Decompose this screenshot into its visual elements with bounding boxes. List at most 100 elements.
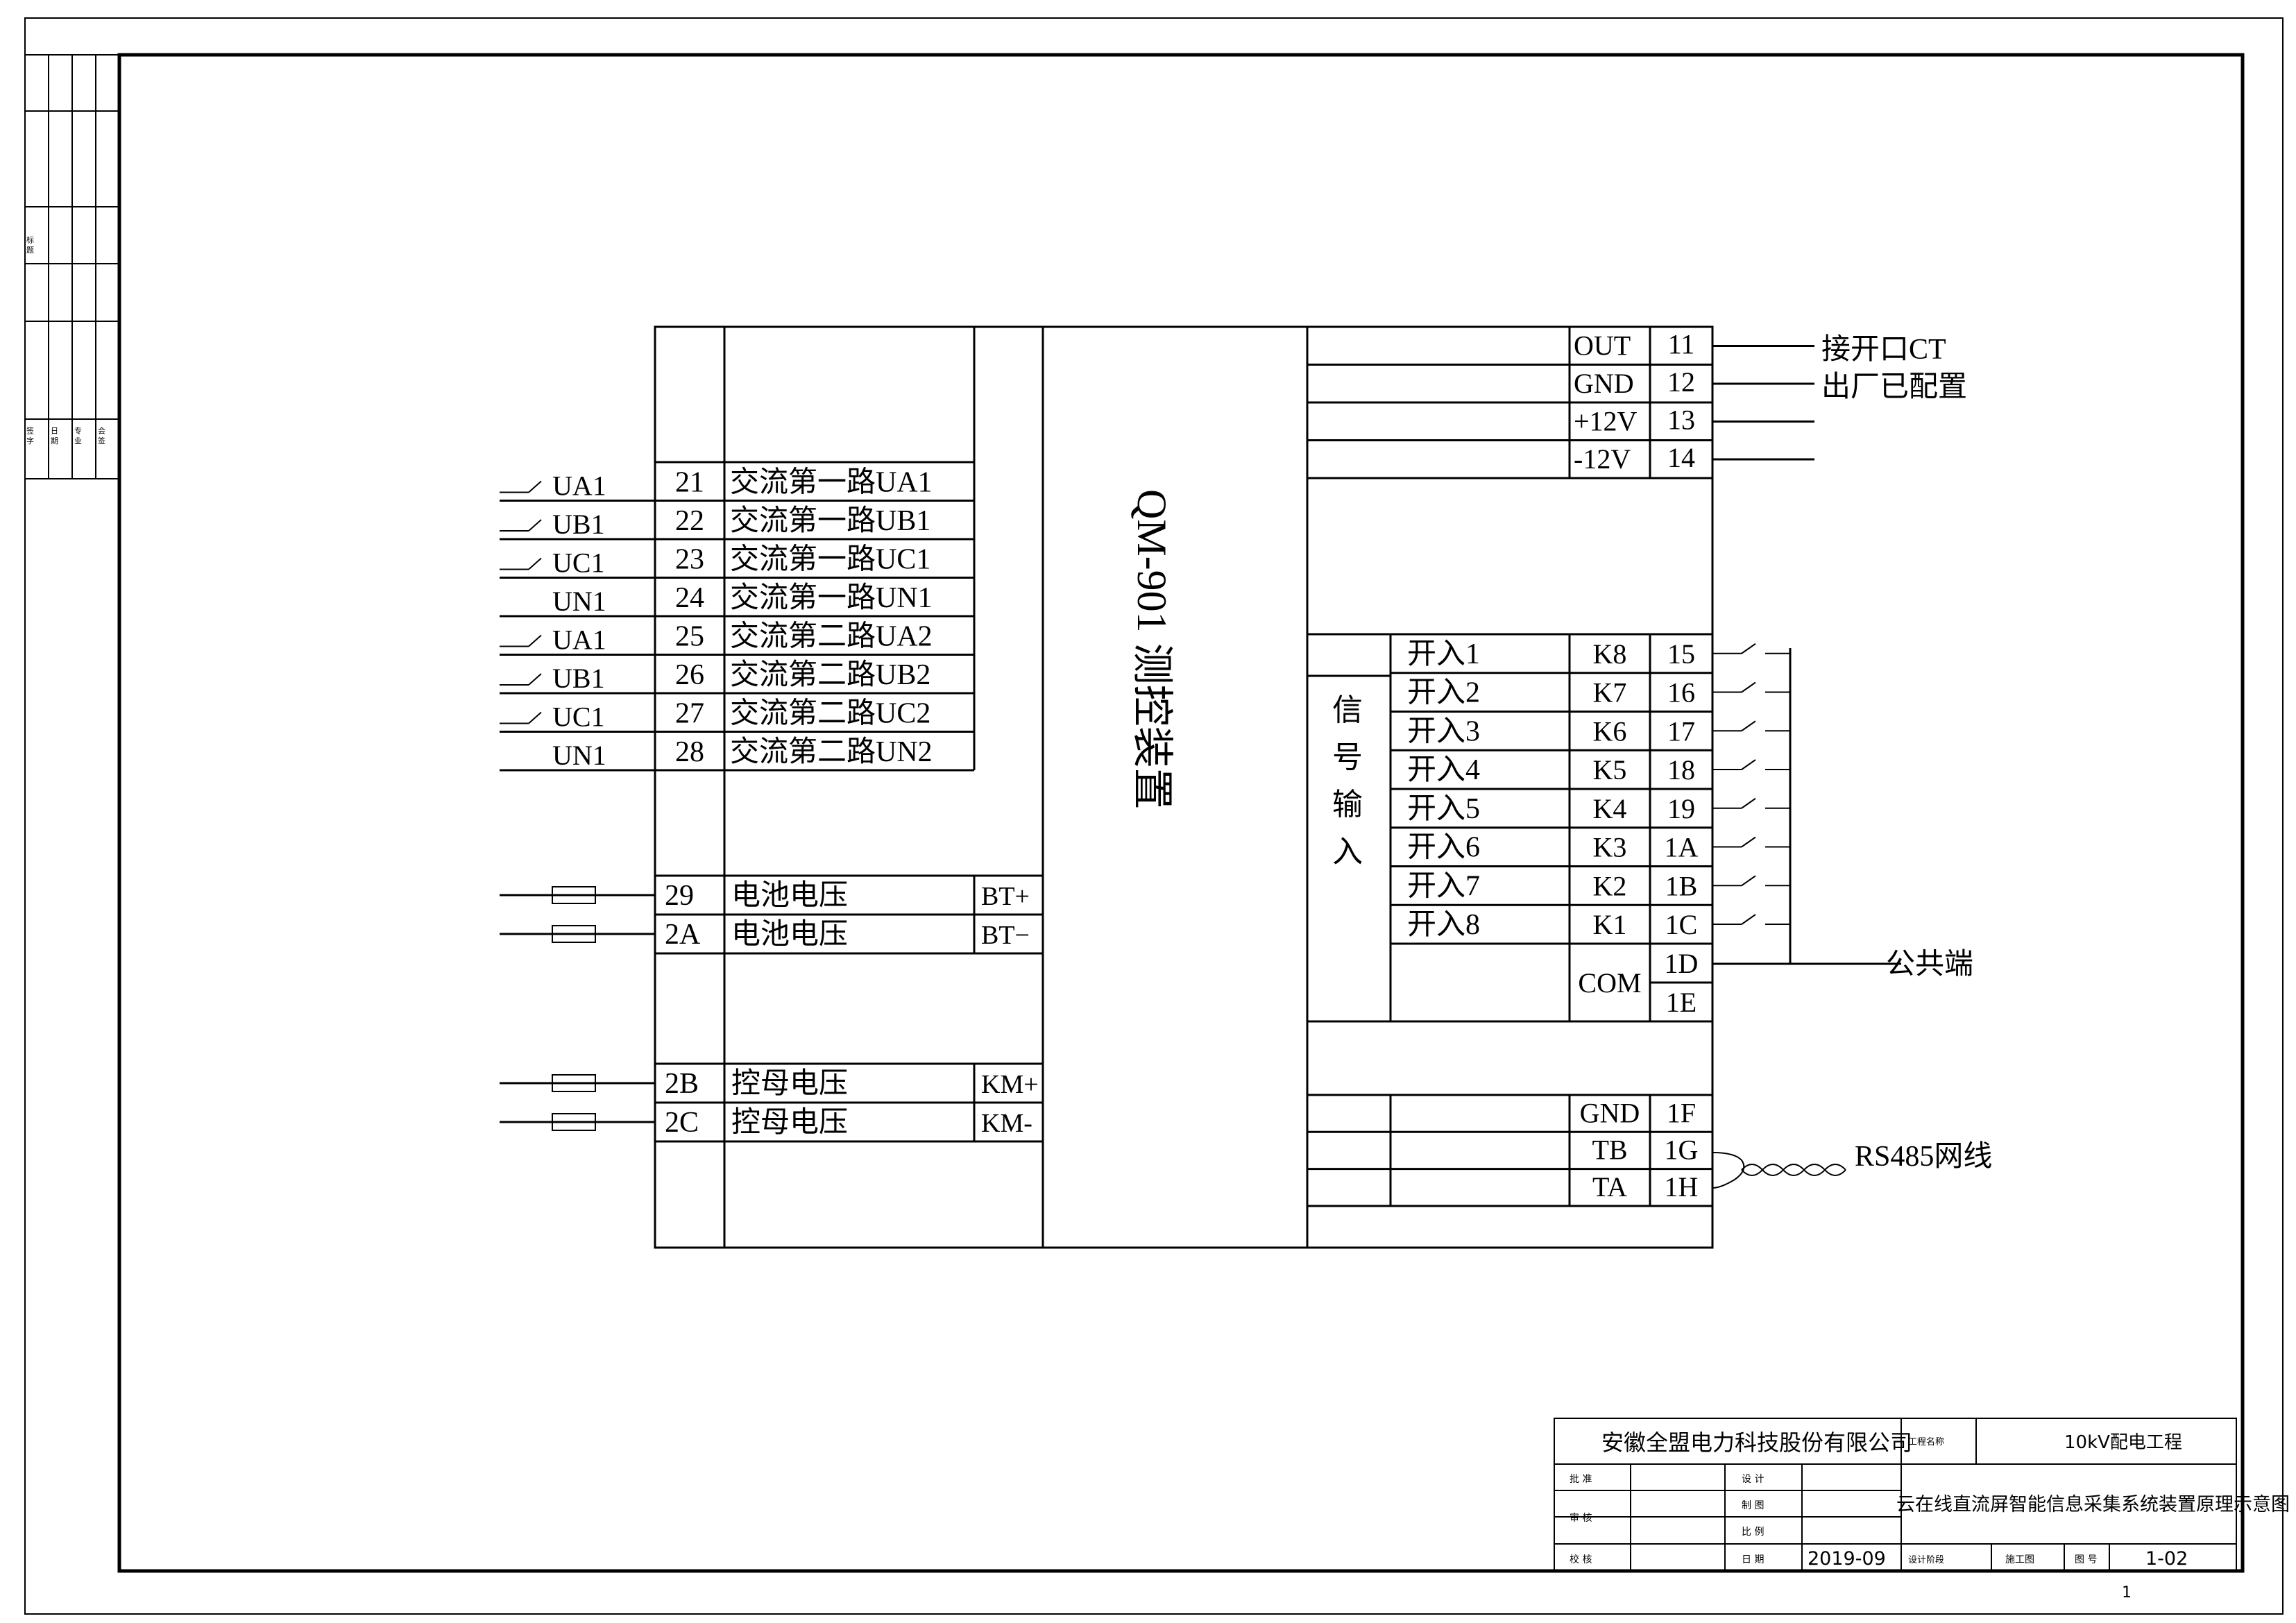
di-terminal-number: 1B (1665, 870, 1698, 901)
signal-group-char: 输 (1332, 788, 1363, 822)
ac-terminal-number: 27 (675, 698, 704, 730)
power-terminal-number: 12 (1667, 366, 1695, 398)
title-block (1554, 1418, 2237, 1572)
fuse-icon (552, 925, 596, 943)
com-label: COM (1578, 967, 1641, 999)
bus-label: 控母电压 (731, 1068, 848, 1100)
di-input-label: 开入1 (1407, 638, 1480, 670)
di-terminal-number: 16 (1667, 677, 1695, 708)
di-input-label: 开入8 (1407, 909, 1480, 941)
di-terminal-number: 18 (1667, 754, 1695, 785)
signal-group-label: 信 号 输 入 (1332, 693, 1363, 869)
di-k-label: K3 (1593, 832, 1627, 863)
power-terminal-number: 14 (1667, 442, 1695, 473)
date-value: 2019-09 (1808, 1548, 1886, 1570)
sheet-number: 1 (2122, 1584, 2132, 1601)
ac-external-label: UC1 (552, 702, 605, 733)
bus-polarity: KM+ (981, 1070, 1039, 1099)
switch-contact-icon (1741, 720, 1756, 732)
ac-terminal-number: 22 (675, 505, 704, 537)
ac-channel-label: 交流第二路UN2 (730, 736, 933, 768)
rs485-terminal-number: 1H (1665, 1171, 1699, 1203)
ac-channel-label: 交流第一路UA1 (730, 466, 933, 499)
ac-terminal-number: 25 (675, 621, 704, 653)
rs485-signal-label: GND (1580, 1097, 1640, 1128)
signal-group-char: 号 (1332, 740, 1363, 774)
di-k-label: K5 (1593, 754, 1627, 785)
di-input-label: 开入7 (1407, 870, 1480, 902)
power-signal-label: +12V (1574, 406, 1638, 437)
di-terminal-number: 19 (1667, 793, 1695, 824)
outer-frame (24, 17, 2284, 1615)
switch-contact-icon (1741, 759, 1756, 770)
bus-polarity: KM- (981, 1109, 1032, 1138)
ac-external-label: UN1 (552, 586, 606, 617)
switch-contact-icon (1741, 681, 1756, 693)
drawn-label: 制 图 (1742, 1500, 1764, 1511)
stage-value: 施工图 (2005, 1554, 2034, 1565)
project-name: 10kV配电工程 (2064, 1432, 2182, 1453)
di-terminal-number: 1C (1665, 909, 1698, 940)
stage-label: 设计阶段 (1908, 1555, 1944, 1565)
ct-note-line1: 接开口CT (1821, 334, 1946, 366)
ct-note-line2: 出厂已配置 (1821, 371, 1967, 403)
di-k-label: K1 (1593, 909, 1627, 940)
di-input-label: 开入6 (1407, 832, 1480, 864)
project-label: 工程名称 (1908, 1436, 1944, 1447)
ac-external-label: UA1 (552, 624, 606, 656)
rs485-terminal-number: 1G (1665, 1135, 1699, 1166)
drawing-no-label: 图 号 (2075, 1554, 2097, 1565)
bus-terminal-number: 2C (665, 1107, 699, 1139)
drawing-title: 云在线直流屏智能信息采集系统装置原理示意图 (1896, 1494, 2290, 1515)
di-terminal-number: 15 (1667, 638, 1695, 670)
rs485-signal-label: TA (1592, 1171, 1627, 1203)
common-note: 公共端 (1886, 949, 1973, 980)
di-input-label: 开入5 (1407, 793, 1480, 825)
signal-group-char: 信 (1332, 693, 1363, 727)
di-terminal-number: 17 (1667, 715, 1695, 747)
ac-terminal-number: 28 (675, 736, 704, 768)
fuse-icon (552, 886, 596, 904)
ac-external-label: UA1 (552, 470, 606, 502)
rs485-twisted-pair-icon (1712, 1152, 1846, 1189)
battery-polarity: BT+ (981, 882, 1030, 911)
ac-external-label: UN1 (552, 740, 606, 771)
switch-contact-icon (1741, 797, 1756, 809)
design-label: 设 计 (1742, 1474, 1764, 1485)
power-signal-label: -12V (1574, 443, 1631, 475)
battery-terminal-number: 29 (665, 880, 694, 912)
com-terminal-number: 1E (1666, 987, 1697, 1018)
di-k-label: K8 (1593, 638, 1627, 670)
bus-terminal-number: 2B (665, 1068, 699, 1100)
power-terminal-number: 11 (1668, 329, 1695, 360)
battery-label: 电池电压 (731, 919, 848, 951)
signal-group-char: 入 (1332, 835, 1363, 869)
di-input-label: 开入4 (1407, 754, 1480, 786)
drawing-no: 1-02 (2145, 1548, 2188, 1570)
ac-channel-label: 交流第二路UC2 (730, 697, 930, 730)
switch-contact-icon (1741, 643, 1756, 654)
fuse-icon (552, 1113, 596, 1131)
power-signal-label: GND (1574, 368, 1634, 399)
battery-terminal-number: 2A (665, 919, 701, 951)
di-terminal-number: 1A (1665, 832, 1699, 863)
side-strip: 标 题 签 字 日 期 专 业 会 签 (25, 54, 119, 479)
check-label: 校 核 (1570, 1554, 1592, 1565)
switch-contact-icon (528, 519, 542, 532)
review-label: 审 核 (1570, 1513, 1592, 1524)
side-strip-label: 专 业 (74, 426, 83, 445)
side-strip-label: 会 签 (97, 427, 106, 445)
side-strip-title: 标 题 (26, 235, 35, 254)
di-input-label: 开入2 (1407, 677, 1480, 709)
company-name: 安徽全盟电力科技股份有限公司 (1601, 1430, 1912, 1455)
battery-label: 电池电压 (731, 880, 848, 912)
ac-external-label: UC1 (552, 547, 605, 579)
switch-contact-icon (528, 711, 542, 724)
ac-channel-label: 交流第一路UN1 (730, 581, 933, 614)
inner-frame (117, 53, 2245, 1573)
ac-terminal-number: 21 (675, 467, 704, 499)
